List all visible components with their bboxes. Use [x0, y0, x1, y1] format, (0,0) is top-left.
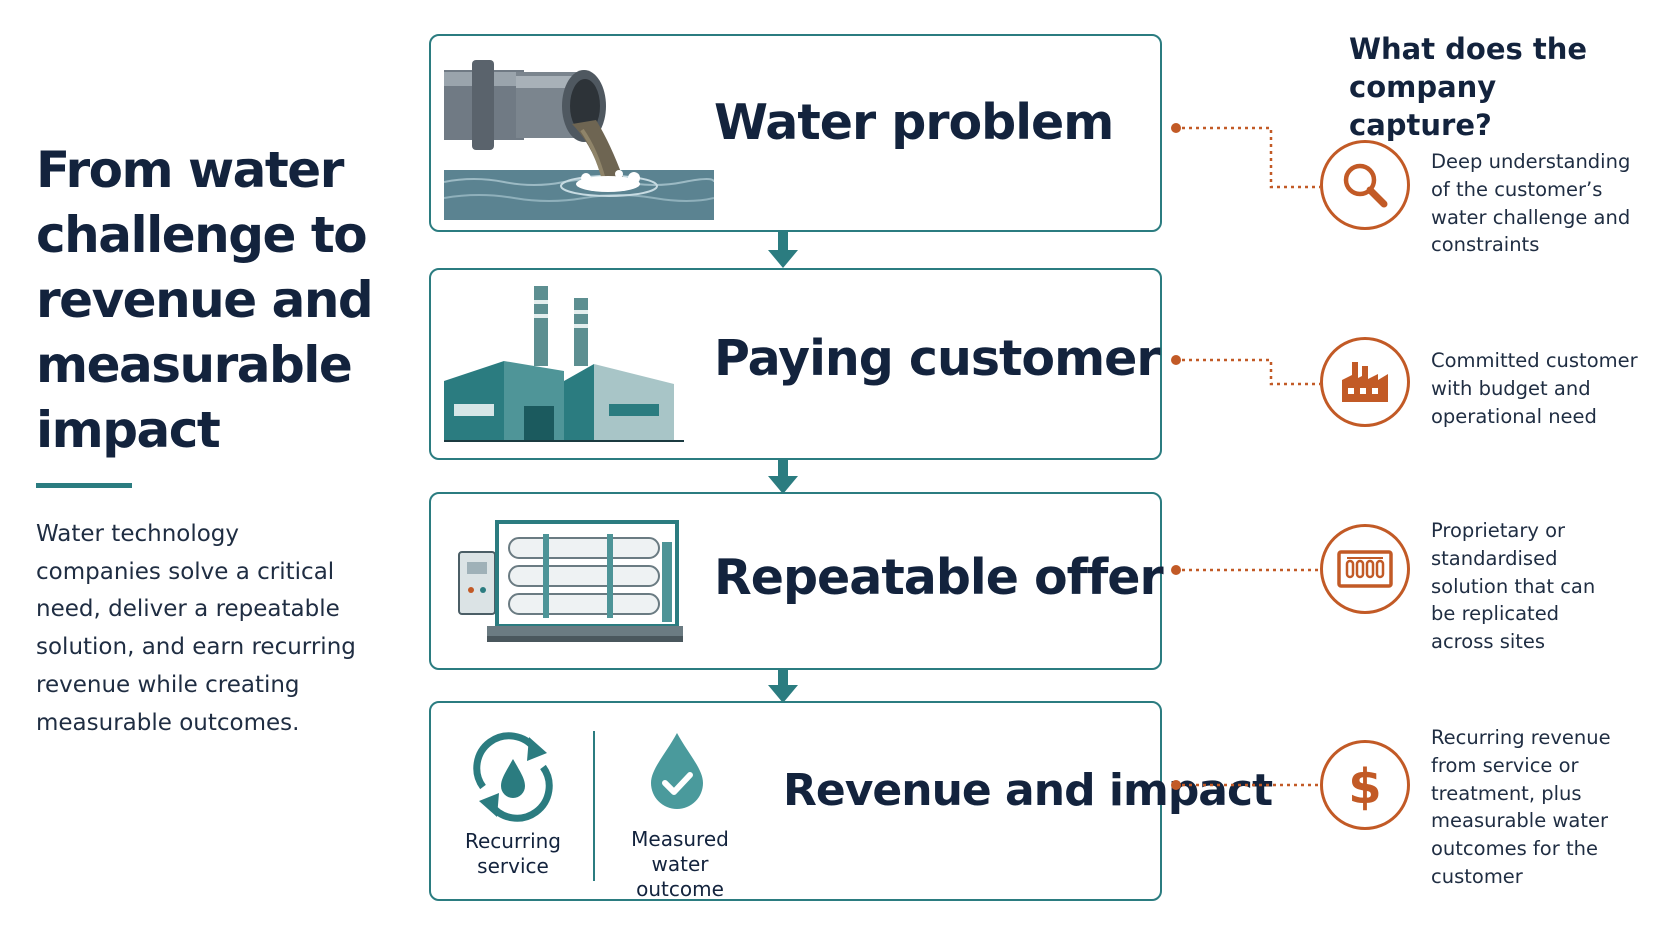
sub-caption-recurring-service: Recurring service [465, 829, 561, 878]
stage-label-revenue-and-impact: Revenue and impact [783, 765, 1273, 816]
modular-system-icon [1320, 524, 1410, 614]
intro-text: Water technology companies solve a criti… [36, 521, 356, 736]
stage-repeatable-offer: Repeatable offer [429, 492, 1164, 670]
capture-heading: What does the company capture? [1349, 32, 1588, 142]
title-underline [36, 483, 132, 488]
drop-check-icon [651, 733, 703, 809]
capture-text-1: Deep understanding of the customer’s wat… [1431, 150, 1631, 257]
flow-arrow-down-icon [768, 232, 798, 268]
stage-label-paying-customer: Paying customer [714, 330, 1161, 387]
flow-arrow-down-icon [768, 670, 798, 703]
stage-water-problem: Water problem [429, 34, 1162, 232]
sub-caption-measured-water-outcome: Measured water outcome [631, 827, 729, 901]
treatment-skid-illustration [458, 520, 683, 642]
flow-arrow-down-icon [768, 460, 798, 494]
factory-icon [1320, 337, 1410, 427]
page-title: From water challenge to revenue and meas… [36, 141, 374, 459]
recycle-drop-icon [473, 732, 553, 822]
sub-divider [593, 731, 595, 881]
capture-connector-4 [1171, 780, 1320, 790]
svg-text:$: $ [1348, 759, 1381, 813]
capture-connector-1 [1171, 123, 1320, 189]
capture-connector-3 [1171, 565, 1320, 575]
capture-text-3: Proprietary or standardised solution tha… [1431, 519, 1596, 654]
magnifier-icon [1320, 140, 1410, 230]
stage-paying-customer: Paying customer [429, 268, 1162, 460]
stage-label-water-problem: Water problem [714, 94, 1114, 151]
stage-label-repeatable-offer: Repeatable offer [714, 549, 1164, 606]
stage-revenue-and-impact: Recurring service Measured water outcome… [429, 701, 1273, 901]
capture-text-4: Recurring revenue from service or treatm… [1431, 726, 1611, 888]
capture-text-2: Committed customer with budget and opera… [1431, 349, 1638, 428]
pipe-discharge-illustration [444, 60, 714, 220]
dollar-icon: $ [1320, 740, 1410, 830]
factory-illustration [444, 286, 684, 442]
capture-connector-2 [1171, 355, 1320, 386]
